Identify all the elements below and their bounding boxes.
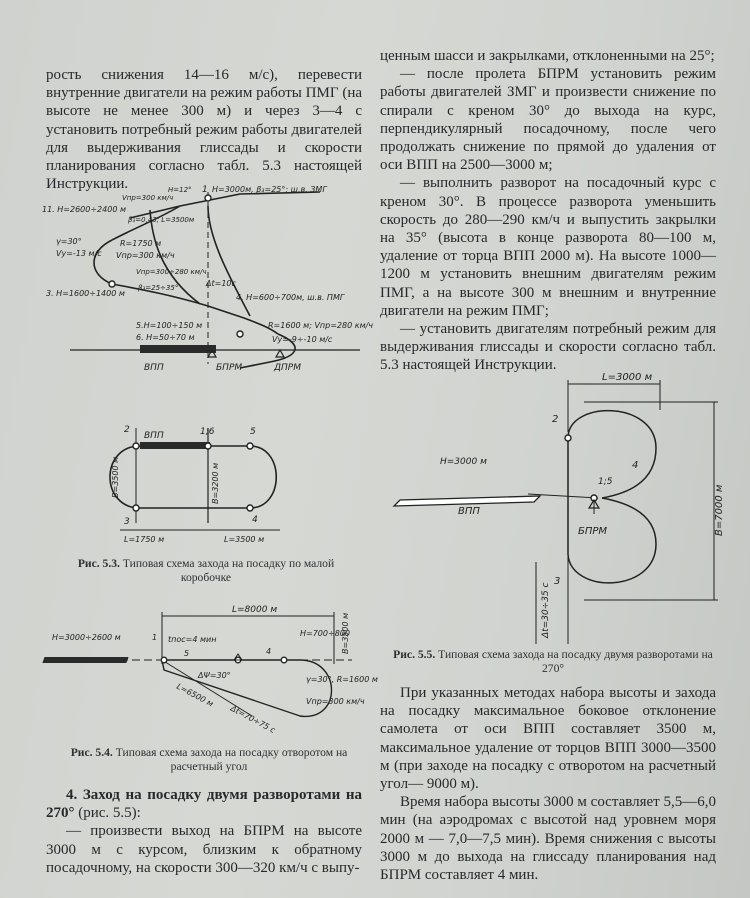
label-b3500: B=3500 м	[111, 457, 120, 498]
label-dt-55: Δt=30÷35 с	[541, 582, 551, 639]
right-p1: ценным шасси и закрылками, отклоненными …	[380, 48, 715, 64]
upper-loop	[567, 410, 657, 499]
bprm-beacon-icon	[206, 348, 218, 358]
label-l3000: L=3000 м	[602, 372, 653, 383]
label-6: 6. Н=50÷70 м	[136, 333, 195, 342]
right-p2: — после пролета БПРМ установить режим ра…	[380, 66, 716, 174]
right-column-text-2: При указанных методах набора высоты и за…	[380, 684, 716, 884]
label-b3500-54: B=3500 м	[341, 613, 350, 654]
label-n5-54: 5	[184, 649, 189, 658]
label-v300: Vпр=300 км/ч	[122, 194, 173, 202]
label-n5: 5	[250, 427, 256, 437]
label-r1750: R=1750 м	[120, 239, 161, 248]
label-vy13: Vу=-13 м/с	[56, 249, 102, 258]
right-column-text: ценным шасси и закрылками, отклоненными …	[380, 47, 716, 375]
caption-5-4: Рис. 5.4. Типовая схема захода на посадк…	[70, 746, 348, 773]
label-r1600: R=1600 м; Vпр=280 км/ч	[268, 321, 373, 330]
label-n4-55: 4	[632, 460, 638, 471]
label-ang: β₃=0,43; L=3500м	[128, 216, 195, 224]
label-n4: 4	[252, 515, 258, 525]
label-tpos: tпос=4 мин	[168, 635, 216, 644]
left-column-text: рость снижения 14—16 м/с), перевести вну…	[46, 66, 362, 193]
right-p6: Время набора высоты 3000 м составляет 5,…	[380, 794, 716, 884]
beacon-icon-54	[233, 653, 243, 661]
section-text: — произвести выход на БПРМ на высоте 300…	[46, 823, 362, 876]
label-h12: Н=12°	[168, 186, 192, 194]
label-n3-55: 3	[554, 576, 560, 587]
point-1	[204, 194, 212, 202]
label-g30: γ=30°, R=1600 м	[306, 675, 378, 684]
label-v280: Vпр=300÷280 км/ч	[136, 268, 207, 276]
label-bprm: БПРМ	[216, 363, 242, 373]
dprm-beacon-icon	[274, 348, 286, 358]
right-p4: — установить двигателям потребный режим …	[380, 321, 716, 374]
label-l8000: L=8000 м	[232, 605, 277, 615]
label-v300b: Vпр=300 км/ч	[116, 251, 175, 260]
small-box-track	[109, 445, 278, 509]
label-dt10: Δt=10с	[205, 279, 236, 288]
label-n15: 1;5	[598, 477, 613, 487]
figure-5-4: L=8000 м Н=3000÷2600 м 1 tпос=4 мин 5 Н=…	[42, 605, 378, 735]
label-4: 4. H=600÷700м, ш.в. ПМГ	[236, 293, 345, 302]
section-4: 4. Заход на посадку двумя разворотами на…	[46, 786, 362, 877]
label-v300-54: Vпр=300 км/ч	[306, 697, 365, 706]
section-ref: (рис. 5.5):	[74, 805, 141, 822]
right-p3: — выполнить разворот на посадочный курс …	[380, 175, 716, 319]
lower-loop	[567, 438, 657, 584]
label-p1: H=3000м, β₃=25°; ш.в. ЗМГ	[212, 185, 327, 194]
label-l3500: L=3500 м	[224, 535, 264, 544]
label-dprm: ДПРМ	[273, 363, 301, 373]
label-3: 3. H=1600÷1400 м	[46, 289, 125, 298]
point-4	[236, 330, 244, 338]
caption-5-5: Рис. 5.5. Типовая схема захода на посадк…	[393, 648, 713, 675]
bprm-beacon-icon-55	[587, 498, 601, 509]
label-b7000: B=7000 м	[714, 484, 725, 536]
label-bprm-55: БПРМ	[578, 526, 607, 537]
label-vpp: ВПП	[144, 363, 164, 373]
point-3	[108, 280, 116, 288]
label-n3: 3	[124, 517, 130, 527]
label-n2: 2	[124, 425, 130, 435]
label-h700: Н=700÷800	[300, 629, 350, 638]
runway-bar-lower	[140, 442, 210, 449]
label-vpp2: ВПП	[144, 431, 164, 441]
label-b3200: B=3200 м	[211, 463, 220, 504]
section-heading: 4. Заход на посадку двумя разворотами на…	[46, 787, 362, 822]
caption-5-3: Рис. 5.3. Типовая схема захода на посадк…	[77, 557, 335, 584]
label-h3000: Н=3000÷2600 м	[52, 633, 121, 642]
turn-track	[161, 659, 333, 717]
runway-5-5	[392, 495, 542, 507]
label-h3000-55: Н=3000 м	[440, 457, 487, 467]
label-l1750: L=1750 м	[124, 535, 164, 544]
label-b25: β₃=25÷35°	[138, 284, 178, 292]
label-vy9: Vу=-9÷-10 м/с	[272, 335, 333, 344]
label-n2-55: 2	[552, 414, 558, 425]
figure-5-3: 1 H=3000м, β₃=25°; ш.в. ЗМГ 11. H=2600÷2…	[42, 185, 373, 544]
label-5: 5.Н=100÷150 м	[136, 321, 202, 330]
label-1: 1	[202, 185, 208, 195]
right-p5: При указанных методах набора высоты и за…	[380, 685, 716, 793]
label-y30: γ=30°	[56, 237, 82, 246]
label-n4-54: 4	[266, 647, 271, 656]
left-paragraph: рость снижения 14—16 м/с), перевести вну…	[46, 67, 362, 193]
figure-5-5: L=3000 м 2 Н=3000 м 4 1;5 ВПП БПРМ B=700…	[392, 372, 725, 644]
runway-bar	[140, 345, 216, 353]
label-dt-54: Δt=70÷75 с	[228, 703, 277, 735]
label-n16: 1;6	[200, 427, 215, 437]
label-11: 11. H=2600÷2400 м	[42, 205, 126, 214]
label-vpp-55: ВПП	[458, 506, 480, 517]
runway-bar-54	[42, 657, 129, 663]
label-dpsi: ΔΨ=30°	[197, 671, 231, 680]
label-n1: 1	[152, 633, 157, 642]
